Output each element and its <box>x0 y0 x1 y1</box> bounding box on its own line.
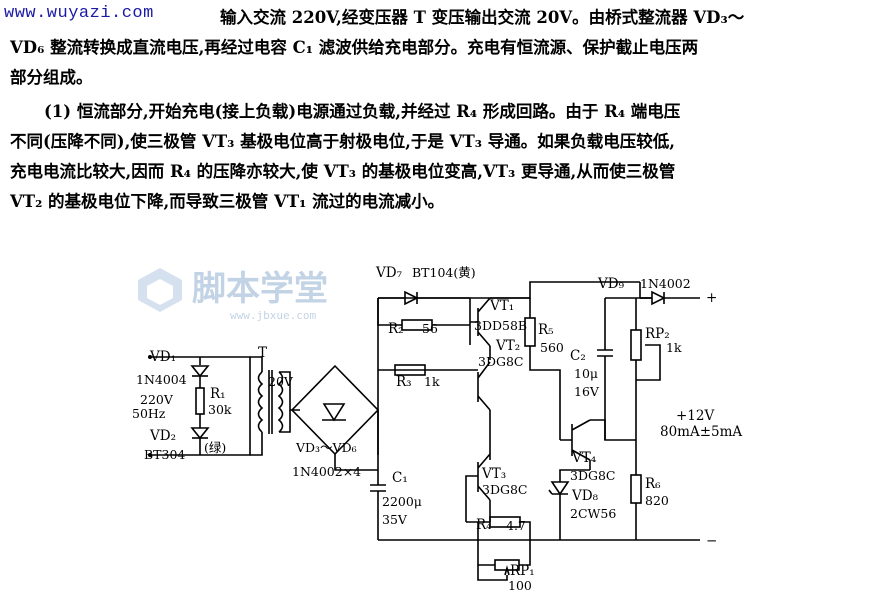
site-logo: 脚本学堂 www.jbxue.com <box>138 268 328 322</box>
label-green: (绿) <box>204 440 226 455</box>
label-r4-value: 4.7 <box>506 518 526 533</box>
label-vd1: VD₁ <box>149 349 176 365</box>
paragraph-line: (1) 恒流部分,开始充电(接上负载)电源通过负载,并经过 R₄ 形成回路。由于… <box>44 102 681 121</box>
label-3dg8c-vt4: 3DG8C <box>570 468 615 483</box>
label-r1: R₁ <box>210 386 226 402</box>
label-bt104: BT104(黄) <box>412 265 476 280</box>
label-transformer: T <box>258 345 267 361</box>
input-section <box>148 355 251 457</box>
label-vd7: VD₇ <box>375 265 403 281</box>
paragraph-line: 输入交流 220V,经变压器 T 变压输出交流 20V。由桥式整流器 VD₃～ <box>220 8 745 27</box>
label-c1-value: 2200μ <box>382 494 422 509</box>
label-output-minus: − <box>706 533 717 549</box>
watermark-url: www.wuyazi.com <box>4 4 154 23</box>
label-vd8: VD₈ <box>571 488 599 504</box>
output-terminals <box>690 297 700 541</box>
label-vt1: VT₁ <box>489 298 514 314</box>
label-c2: C₂ <box>570 348 586 364</box>
paragraph-line: 不同(压降不同),使三极管 VT₃ 基极电位高于射极电位,于是 VT₃ 导通。如… <box>10 132 675 151</box>
label-vd3-vd6: VD₃～VD₆ <box>295 440 357 455</box>
paragraph-line: 充电电流比较大,因而 R₄ 的压降亦较大,使 VT₃ 的基极电位变高,VT₃ 更… <box>10 162 676 181</box>
label-r6: R₆ <box>645 476 661 492</box>
label-r5-value: 560 <box>540 340 564 355</box>
label-r3-value: 1k <box>424 374 440 389</box>
resistor-r4-rp1 <box>466 516 531 581</box>
capacitor-c1 <box>370 470 386 540</box>
label-r2: R₂ <box>388 321 404 337</box>
label-rp1: RP₁ <box>510 563 535 579</box>
label-rp2-value: 1k <box>666 340 682 355</box>
label-r4: R₄ <box>476 517 492 533</box>
circuit-diagram: 脚本学堂 www.jbxue.com <box>132 265 742 593</box>
transformer <box>250 356 300 456</box>
component-labels: VD₁ 1N4004 220V 50Hz VD₂ BT304 R₁ 30k (绿… <box>132 265 742 593</box>
label-vt3: VT₃ <box>481 466 506 482</box>
label-vt4: VT₄ <box>571 450 596 466</box>
label-2cw56: 2CW56 <box>570 506 616 521</box>
label-1n4002: 1N4002 <box>640 276 691 291</box>
label-50hz: 50Hz <box>132 406 166 421</box>
zener-vd8 <box>548 469 590 540</box>
label-vd2: VD₂ <box>149 428 176 444</box>
label-output-voltage: +12V <box>676 408 714 424</box>
label-vt2: VT₂ <box>495 338 520 354</box>
resistor-r6 <box>630 440 642 540</box>
label-r6-value: 820 <box>645 493 669 508</box>
label-3dg8c-vt2: 3DG8C <box>478 354 523 369</box>
paragraph-line: VD₆ 整流转换成直流电压,再经过电容 C₁ 滤波供给充电部分。充电有恒流源、保… <box>10 38 699 57</box>
paragraph-line: 部分组成。 <box>10 68 93 87</box>
label-220v: 220V <box>140 392 174 407</box>
label-in4004: 1N4004 <box>136 372 187 387</box>
label-3dd58b: 3DD58B <box>474 318 527 333</box>
label-c1: C₁ <box>392 470 408 486</box>
label-c2-voltage: 16V <box>574 384 600 399</box>
transistor-vt1-vt2 <box>378 297 530 411</box>
label-output-plus: + <box>706 290 717 306</box>
capacitor-c2 <box>597 298 613 440</box>
label-vd9: VD₉ <box>597 276 625 292</box>
resistor-r5 <box>524 298 561 440</box>
transistor-vt4 <box>560 419 636 470</box>
potentiometer-rp2 <box>630 298 661 440</box>
label-r1-value: 30k <box>208 402 232 417</box>
paragraph-line: VT₂ 的基极电位下降,而导致三极管 VT₁ 流过的电流减小。 <box>10 192 445 211</box>
label-c1-voltage: 35V <box>382 512 408 527</box>
label-1n4002x4: 1N4002×4 <box>292 464 361 479</box>
label-rp2: RP₂ <box>645 326 670 342</box>
label-r3: R₃ <box>396 374 412 390</box>
r2-vd7-branch <box>377 290 471 345</box>
label-rp1-value: 100 <box>508 578 532 593</box>
label-bt304: BT304 <box>144 447 185 462</box>
label-r5: R₅ <box>538 322 554 338</box>
label-r2-value: 56 <box>422 321 438 336</box>
label-c2-value: 10μ <box>574 366 598 381</box>
logo-url: www.jbxue.com <box>230 309 316 322</box>
label-output-current: 80mA±5mA <box>660 424 742 440</box>
label-3dg8c-vt3: 3DG8C <box>482 482 527 497</box>
diode-vd9 <box>605 282 690 306</box>
logo-title: 脚本学堂 <box>192 269 328 309</box>
label-20v: 20V <box>268 374 294 389</box>
